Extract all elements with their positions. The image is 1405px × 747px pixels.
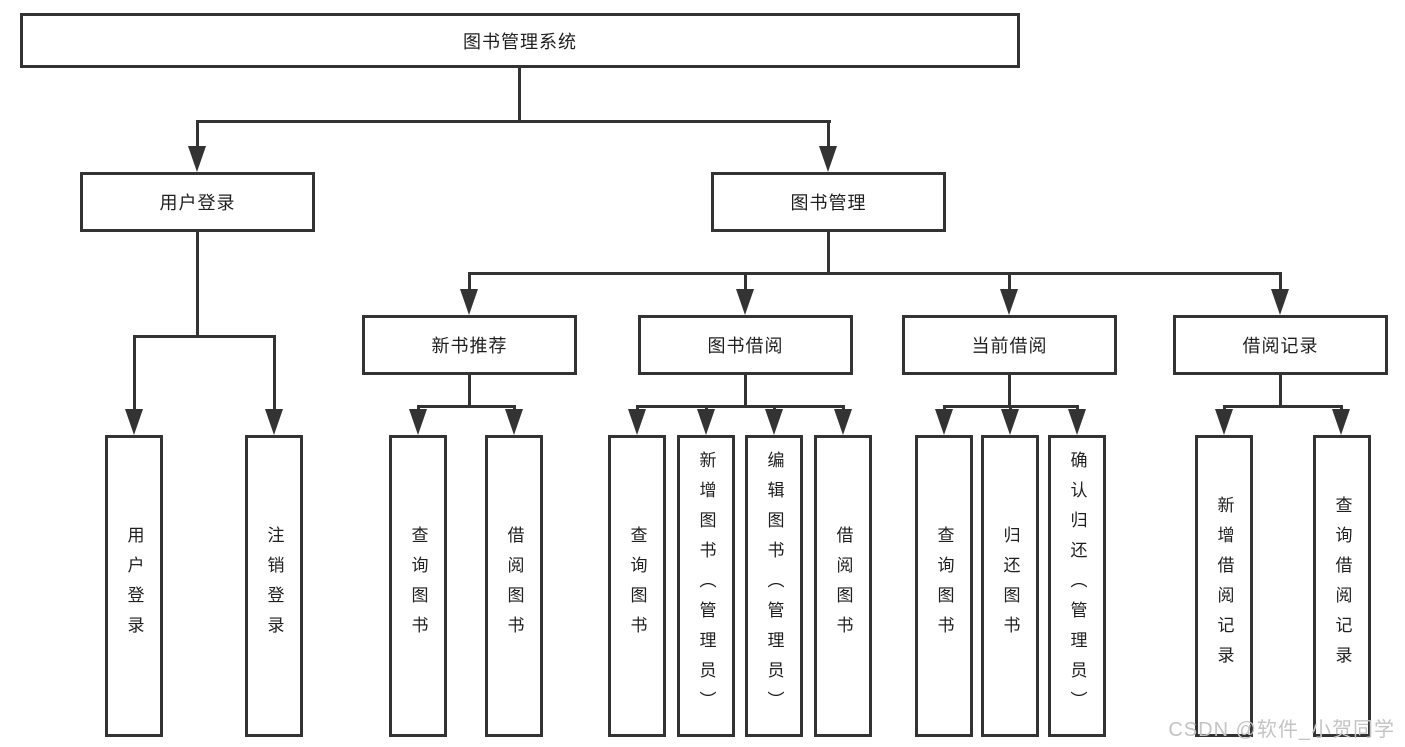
connector-newbook-horizontal [417,405,516,408]
leaf-add-borrow-record: 新增借阅记录 [1195,435,1253,737]
leaf-confirm-return-admin-label: 确认归还（管理员） [1067,451,1087,721]
leaf-user-login-label: 用户登录 [124,526,144,646]
arrow-down-icon [697,409,715,435]
connector-bookborrow-horizontal [636,405,845,408]
arrow-down-icon [834,409,852,435]
leaf-query-books-borrowing-label: 查询图书 [627,526,647,646]
arrow-down-icon [1068,409,1086,435]
arrow-down-icon [460,289,478,315]
leaf-borrow-books: 借阅图书 [814,435,872,737]
node-book-management-label: 图书管理 [790,193,867,213]
connector-borrowrecord-vertical [1279,375,1282,405]
node-book-borrowing-label: 图书借阅 [707,336,784,356]
leaf-edit-book-admin-label: 编辑图书（管理员） [764,451,784,721]
leaf-query-books-current: 查询图书 [915,435,973,737]
csdn-watermark: CSDN @软件_小贺同学 [1168,719,1395,741]
node-borrowing-records: 借阅记录 [1173,315,1388,375]
arrow-down-icon [628,409,646,435]
leaf-borrow-books-recommend-label: 借阅图书 [504,526,524,646]
node-book-management: 图书管理 [711,172,946,232]
connector-stub-book-mgmt [827,120,830,150]
arrow-down-icon [1000,289,1018,315]
arrow-down-icon [125,409,143,435]
arrow-down-icon [736,289,754,315]
leaf-add-borrow-record-label: 新增借阅记录 [1214,496,1234,676]
arrow-down-icon [1332,409,1350,435]
connector-bookmgmt-horizontal [468,272,1282,275]
arrow-down-icon [188,146,206,172]
leaf-return-book: 归还图书 [981,435,1039,737]
leaf-borrow-books-recommend: 借阅图书 [485,435,543,737]
leaf-query-books-borrowing: 查询图书 [608,435,666,737]
leaf-add-book-admin-label: 新增图书（管理员） [696,451,716,721]
connector-stub-user-login [196,120,199,150]
connector-currentborrow-vertical [1008,375,1011,405]
node-root: 图书管理系统 [20,13,1020,68]
node-borrowing-records-label: 借阅记录 [1242,336,1319,356]
leaf-borrow-books-label: 借阅图书 [833,526,853,646]
arrow-down-icon [1215,409,1233,435]
node-new-book-recommend-label: 新书推荐 [431,336,508,356]
connector-stub-leaf-logout [273,335,276,411]
arrow-down-icon [1271,289,1289,315]
connector-root-horizontal [196,120,831,123]
connector-bookmgmt-vertical [827,232,830,272]
leaf-logout: 注销登录 [245,435,303,737]
arrow-down-icon [819,146,837,172]
connector-borrowrecord-horizontal [1223,405,1343,408]
connector-root-vertical [518,68,521,122]
leaf-query-books-current-label: 查询图书 [934,526,954,646]
leaf-query-borrow-record-label: 查询借阅记录 [1332,496,1352,676]
connector-bookborrow-vertical [744,375,747,405]
arrow-down-icon [765,409,783,435]
node-root-label: 图书管理系统 [463,31,577,52]
connector-stub-current-borrow [1008,272,1011,292]
leaf-query-borrow-record: 查询借阅记录 [1313,435,1371,737]
leaf-logout-label: 注销登录 [264,526,284,646]
arrow-down-icon [505,409,523,435]
connector-userlogin-vertical [196,232,199,335]
leaf-confirm-return-admin: 确认归还（管理员） [1048,435,1106,737]
node-user-login: 用户登录 [80,172,315,232]
connector-stub-new-book [468,272,471,292]
arrow-down-icon [1001,409,1019,435]
leaf-query-books-recommend-label: 查询图书 [408,526,428,646]
connector-userlogin-horizontal [133,335,276,338]
leaf-return-book-label: 归还图书 [1000,526,1020,646]
arrow-down-icon [265,409,283,435]
node-user-login-label: 用户登录 [159,193,236,213]
node-book-borrowing: 图书借阅 [638,315,853,375]
connector-stub-leaf-user-login [133,335,136,411]
arrow-down-icon [409,409,427,435]
node-current-borrowing: 当前借阅 [902,315,1117,375]
connector-stub-borrow-record [1279,272,1282,292]
connector-stub-book-borrow [744,272,747,292]
leaf-query-books-recommend: 查询图书 [389,435,447,737]
leaf-user-login: 用户登录 [105,435,163,737]
leaf-edit-book-admin: 编辑图书（管理员） [745,435,803,737]
connector-newbook-vertical [468,375,471,405]
node-new-book-recommend: 新书推荐 [362,315,577,375]
node-current-borrowing-label: 当前借阅 [971,336,1048,356]
arrow-down-icon [935,409,953,435]
leaf-add-book-admin: 新增图书（管理员） [677,435,735,737]
